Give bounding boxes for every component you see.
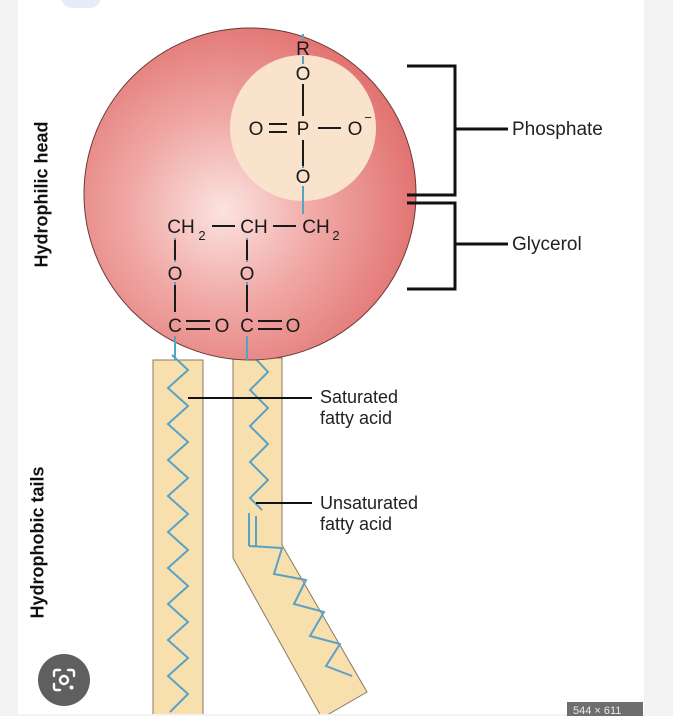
atom-o-right: O bbox=[240, 264, 255, 285]
atom-ch2-right: CH bbox=[302, 217, 329, 238]
saturated-label-line1: Saturated bbox=[320, 387, 398, 407]
atom-p: P bbox=[297, 119, 310, 140]
atom-o-top: O bbox=[296, 64, 311, 85]
atom-c-left: C bbox=[168, 316, 182, 337]
top-control-pill[interactable] bbox=[61, 0, 101, 8]
image-size-badge: 544 × 611 bbox=[567, 702, 643, 716]
atom-ch2-left: CH bbox=[167, 217, 194, 238]
atom-c-right: C bbox=[240, 316, 254, 337]
unsaturated-tail bbox=[232, 357, 368, 714]
atom-ch-center: CH bbox=[240, 217, 267, 238]
saturated-chain bbox=[166, 354, 190, 713]
lens-search-button[interactable] bbox=[38, 654, 90, 706]
unsaturated-label-line2: fatty acid bbox=[320, 514, 392, 534]
atom-o-double: O bbox=[249, 119, 264, 140]
phosphate-circle bbox=[230, 55, 376, 201]
glycerol-label: Glycerol bbox=[512, 234, 582, 255]
lens-icon bbox=[52, 668, 76, 692]
hydrophobic-tails-label: Hydrophobic tails bbox=[27, 466, 48, 619]
atom-ch2-right-sub: 2 bbox=[332, 228, 339, 243]
hydrophilic-head-label: Hydrophilic head bbox=[31, 121, 52, 268]
phosphate-label: Phosphate bbox=[512, 119, 603, 140]
atom-minus-sign: − bbox=[364, 110, 372, 125]
atom-r: R bbox=[296, 39, 310, 60]
atom-o-minus: O bbox=[348, 119, 363, 140]
unsaturated-chain-bent bbox=[248, 545, 353, 677]
saturated-tail bbox=[152, 359, 204, 714]
atom-o-carbonyl-left: O bbox=[215, 316, 230, 337]
unsaturated-chain bbox=[248, 354, 270, 511]
saturated-label-line2: fatty acid bbox=[320, 408, 392, 428]
atom-o-left: O bbox=[168, 264, 183, 285]
unsaturated-label-line1: Unsaturated bbox=[320, 493, 418, 513]
glycerol-bracket bbox=[407, 201, 457, 291]
atom-o-bottom: O bbox=[296, 167, 311, 188]
hydrophilic-head-circle bbox=[83, 27, 417, 361]
atom-ch2-left-sub: 2 bbox=[198, 228, 205, 243]
black-bonds bbox=[174, 84, 341, 330]
atom-o-carbonyl-right: O bbox=[286, 316, 301, 337]
